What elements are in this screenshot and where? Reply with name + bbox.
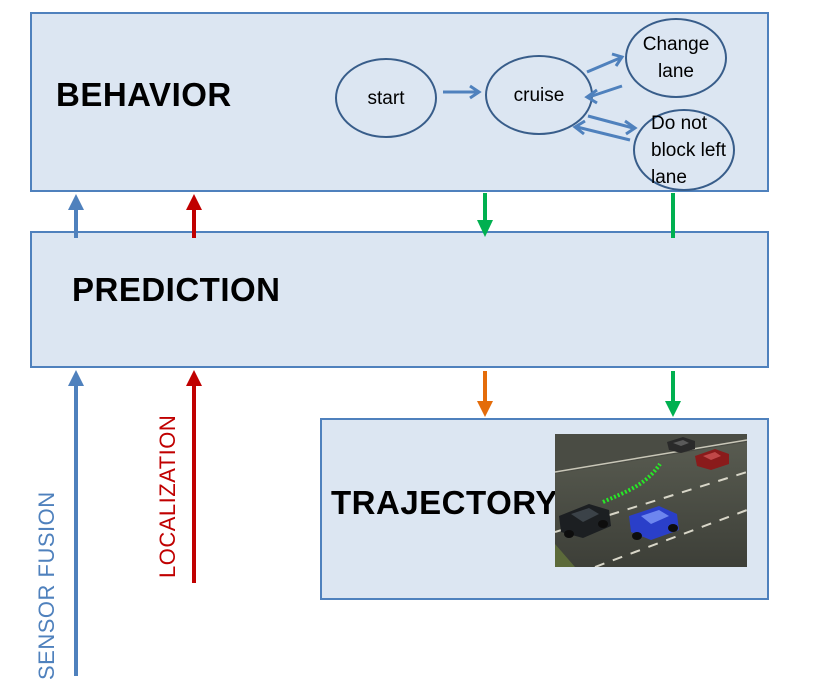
state-do-not-block-label-line: block left [651,139,726,161]
state-start: start [335,58,437,138]
sensor-fusion-label: SENSOR FUSION [34,491,59,680]
behavior-title: BEHAVIOR [56,76,232,113]
car-black-left [559,504,611,538]
localization-label: LOCALIZATION [155,414,180,578]
state-do-not-block-left-lane: Do not block left lane [633,109,735,191]
lane-line [555,471,747,533]
car-blue [629,506,679,540]
localization-arrowhead [186,194,202,210]
trajectory-title: TRAJECTORY [331,484,558,521]
state-change-lane-label-line: lane [658,61,694,82]
prediction-to-trajectory-arrowhead-green [665,401,681,417]
state-do-not-block-label-line: lane [651,166,687,188]
prediction-title: PREDICTION [72,271,281,308]
lane-line [594,509,747,567]
state-start-label: start [367,87,405,109]
sensor-fusion-arrowhead [68,194,84,210]
state-cruise-label: cruise [513,84,565,106]
state-do-not-block-label-line: Do not [651,112,707,134]
prediction-output-arrows [477,371,493,417]
state-change-lane-label-line: Change [642,34,710,55]
car-red [695,449,729,470]
driving-simulator-image [555,434,747,567]
prediction-layer: PREDICTION [30,231,769,368]
sensor-fusion-arrowhead [68,370,84,386]
localization-arrowhead [186,370,202,386]
car-dark-far [667,437,695,453]
state-cruise: cruise [485,55,593,135]
grass-verge [555,544,575,567]
state-change-lane: Change lane [625,18,727,98]
lane-line [555,439,747,473]
prediction-to-trajectory-arrowhead-orange [477,401,493,417]
